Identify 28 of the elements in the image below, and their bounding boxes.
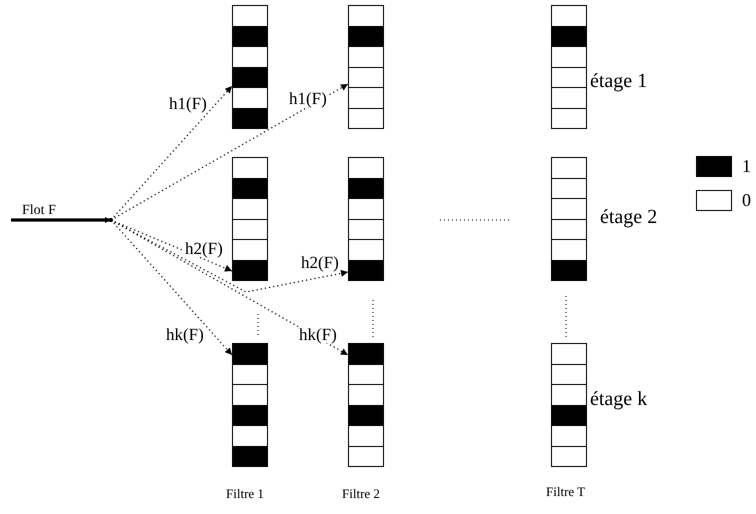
column-label: Filtre 1 xyxy=(226,487,264,500)
junction-point xyxy=(109,218,113,222)
edge-label: h2(F) xyxy=(300,254,340,271)
edge-label: h2(F) xyxy=(184,240,224,257)
stage-label: étage 1 xyxy=(590,71,648,91)
bit-array xyxy=(551,343,587,467)
edge-label: hk(F) xyxy=(165,326,205,343)
legend-label: 1 xyxy=(742,157,751,175)
bit-array xyxy=(348,343,384,467)
edge-label: hk(F) xyxy=(298,326,338,343)
bit-array xyxy=(348,5,384,129)
legend-label: 0 xyxy=(742,191,751,209)
bit-array xyxy=(348,157,384,281)
stage-label: étage k xyxy=(590,389,648,409)
arrow xyxy=(110,86,232,220)
edge-label: Flot F xyxy=(22,204,56,218)
bit-array xyxy=(232,343,268,467)
arrow xyxy=(110,220,232,356)
edge-label: h1(F) xyxy=(168,95,208,112)
stage-label: étage 2 xyxy=(600,207,658,227)
bit-array xyxy=(551,5,587,129)
bit-array xyxy=(232,5,268,129)
arrow xyxy=(11,217,111,223)
column-label: Filtre T xyxy=(546,485,586,498)
edge-label: h1(F) xyxy=(288,90,328,107)
column-label: Filtre 2 xyxy=(342,487,380,500)
bit-array xyxy=(232,157,268,281)
bit-array xyxy=(551,157,587,281)
